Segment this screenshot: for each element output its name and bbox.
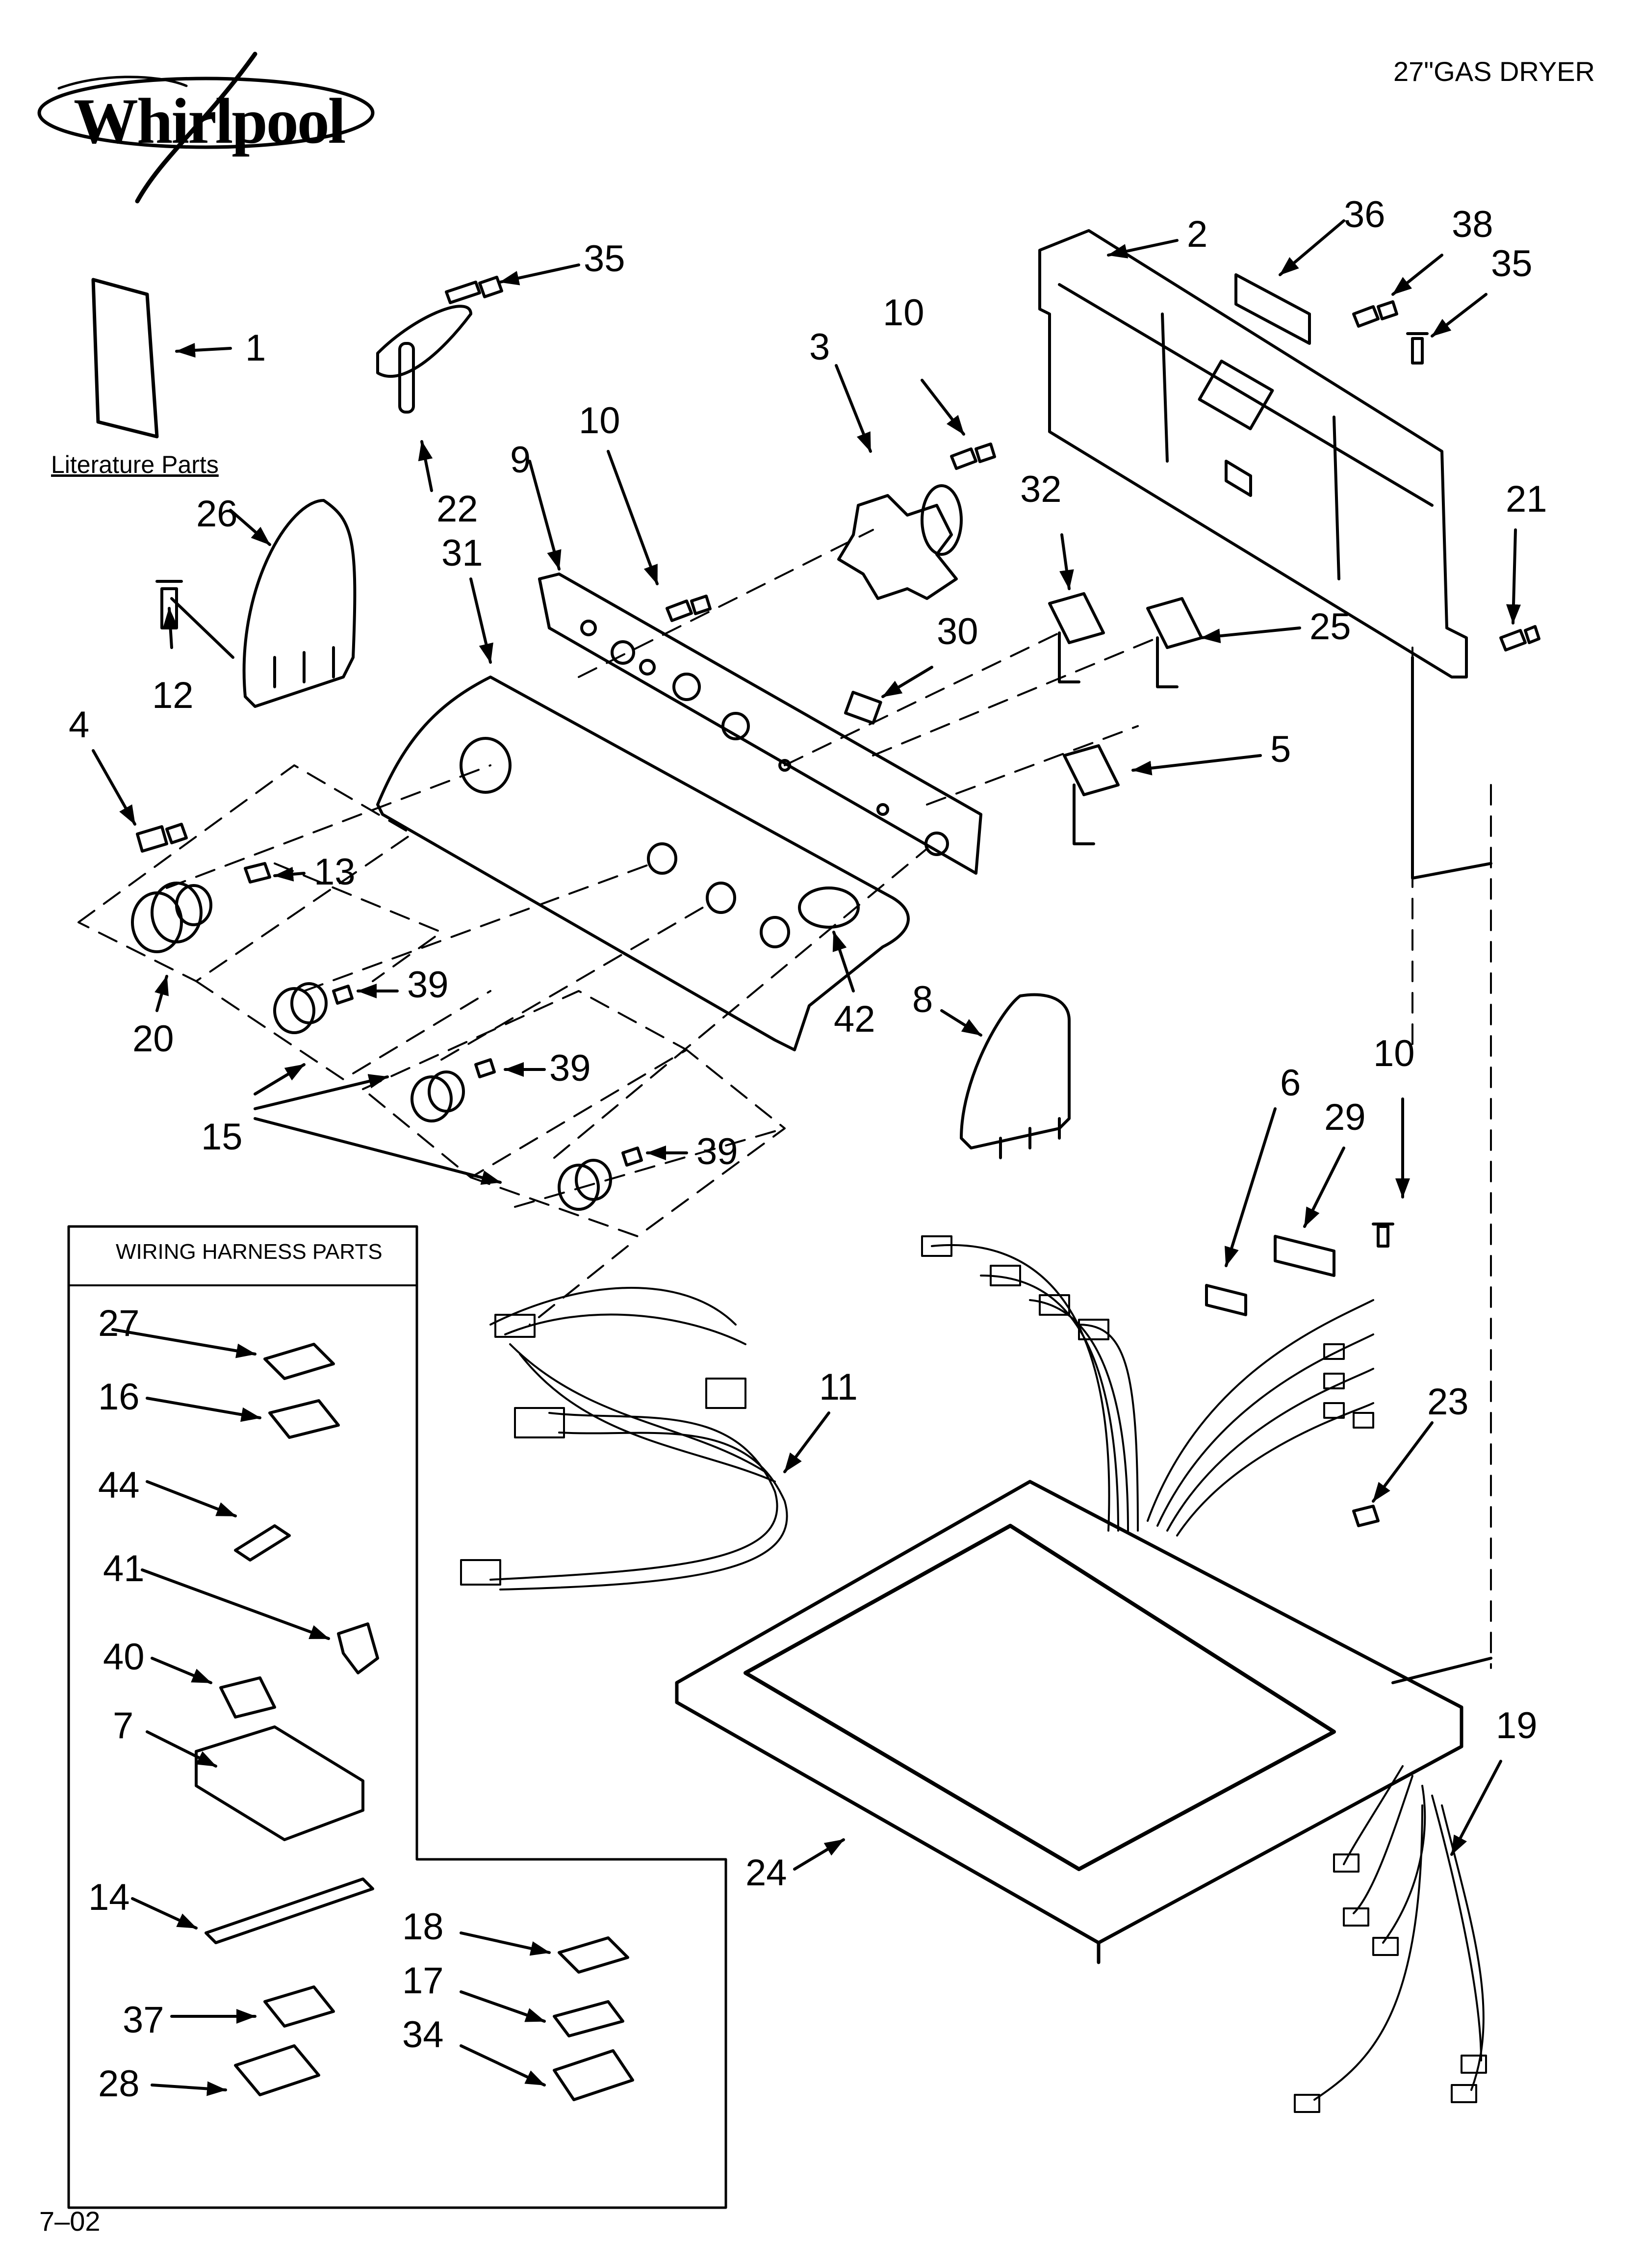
console-panel-part-31 [376,676,910,1051]
callout-44: 44 [98,1464,140,1506]
callout-37: 37 [123,1999,164,2041]
callout-29: 29 [1324,1096,1366,1138]
callout-10-right: 10 [1373,1033,1415,1074]
rear-panel-part-2 [1038,229,1468,678]
callout-13: 13 [314,851,356,893]
callout-42: 42 [834,998,875,1040]
harness-small-parts [195,1343,634,2101]
callout-9: 9 [510,439,531,481]
callout-39-a: 39 [407,964,449,1006]
callout-41: 41 [103,1548,145,1590]
control-bracket-part-9 [538,573,982,875]
knob-part-20 [131,882,212,953]
callout-35-left: 35 [584,238,625,280]
callout-34: 34 [402,2014,444,2056]
callout-15: 15 [201,1116,243,1158]
callout-22: 22 [436,488,478,530]
callout-17: 17 [402,1960,444,2002]
callout-10-timer: 10 [883,292,924,334]
date-code: 7–02 [39,2206,101,2237]
callout-38: 38 [1452,204,1493,245]
top-panel-part-24 [675,1480,1463,1964]
whirlpool-logo: Whirlpool [74,85,346,157]
wiring-harness-part-11 [460,1287,788,1590]
callout-16: 16 [98,1376,140,1418]
callout-32: 32 [1020,469,1062,510]
callout-12: 12 [152,675,194,716]
part-22-bracket [376,305,472,414]
page-title: 27"GAS DRYER [1393,56,1595,87]
callout-28: 28 [98,2063,140,2105]
callout-1: 1 [245,327,266,369]
callout-24: 24 [745,1852,787,1894]
callout-23: 23 [1427,1381,1469,1423]
callout-5: 5 [1270,729,1291,770]
switch-parts [844,592,1203,845]
callout-7: 7 [113,1705,134,1747]
callout-39-b: 39 [549,1047,591,1089]
wiring-harness-part-19 [1294,1765,1487,2113]
callout-20: 20 [132,1018,174,1060]
knobs-part-15 [273,982,612,1211]
callout-14: 14 [88,1877,130,1918]
callout-40: 40 [103,1636,145,1678]
callout-39-c: 39 [696,1131,738,1173]
callout-31: 31 [441,532,483,574]
logo-swoosh [37,52,375,204]
wiring-harness-right [921,1235,1374,1537]
callout-26: 26 [196,493,238,535]
callout-19: 19 [1496,1705,1538,1747]
callout-8: 8 [912,979,933,1020]
callout-10-bracket: 10 [579,400,620,442]
callout-6: 6 [1280,1062,1301,1104]
timer-part-3 [837,484,963,600]
callout-2: 2 [1187,213,1208,255]
end-cap-left [242,499,357,708]
literature-booklet [91,278,159,439]
callout-3: 3 [809,326,830,368]
callout-18: 18 [402,1906,444,1948]
literature-parts-label: Literature Parts [51,451,219,478]
callout-25: 25 [1309,606,1351,648]
callout-27: 27 [98,1303,140,1344]
wiring-harness-parts-label: WIRING HARNESS PARTS [116,1240,383,1264]
end-cap-right [960,993,1071,1159]
callout-36: 36 [1344,194,1385,235]
callout-30: 30 [937,611,978,652]
callout-35-right: 35 [1491,243,1533,285]
wiring-harness-box [67,1225,727,2209]
callout-21: 21 [1506,478,1547,520]
callout-4: 4 [69,704,90,746]
callout-11: 11 [819,1366,858,1408]
